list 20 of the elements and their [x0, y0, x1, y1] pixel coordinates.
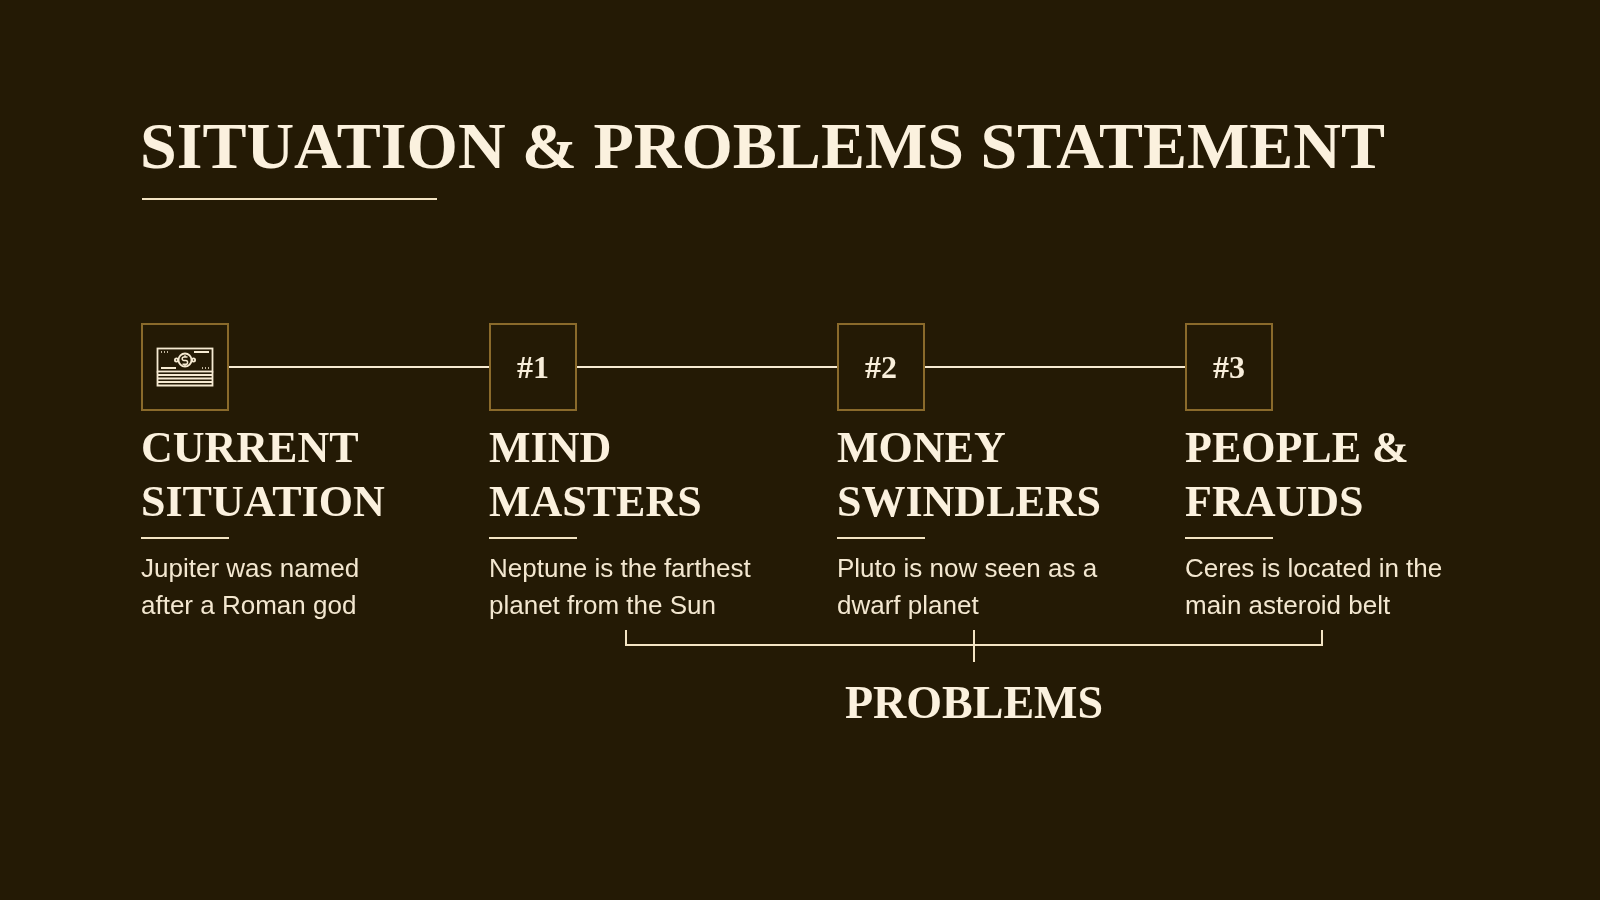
connector-line [924, 366, 1186, 368]
step-description: Jupiter was named after a Roman god [141, 552, 361, 622]
connector-line [228, 366, 490, 368]
step-description: Neptune is the farthest planet from the Sun [489, 552, 752, 622]
step-heading: MONEY SWINDLERS [837, 422, 1103, 528]
step-heading: MIND MASTERS [489, 422, 703, 528]
number-box [1185, 323, 1273, 411]
connector-line [576, 366, 838, 368]
step-number: #2 [865, 351, 897, 383]
step-description: Ceres is located in the main asteroid belt [1185, 552, 1444, 622]
number-box [837, 323, 925, 411]
title: SITUATION & PROBLEMS STATEMENT [140, 113, 1386, 179]
number-box [489, 323, 577, 411]
group-label: PROBLEMS [844, 679, 1104, 727]
step-number: #1 [517, 351, 549, 383]
icon-box [141, 323, 229, 411]
step-heading: CURRENT SITUATION [141, 422, 386, 528]
step-description: Pluto is now seen as a dwarf planet [837, 552, 1099, 622]
step-heading: PEOPLE & FRAUDS [1185, 422, 1410, 528]
step-number: #3 [1213, 351, 1245, 383]
